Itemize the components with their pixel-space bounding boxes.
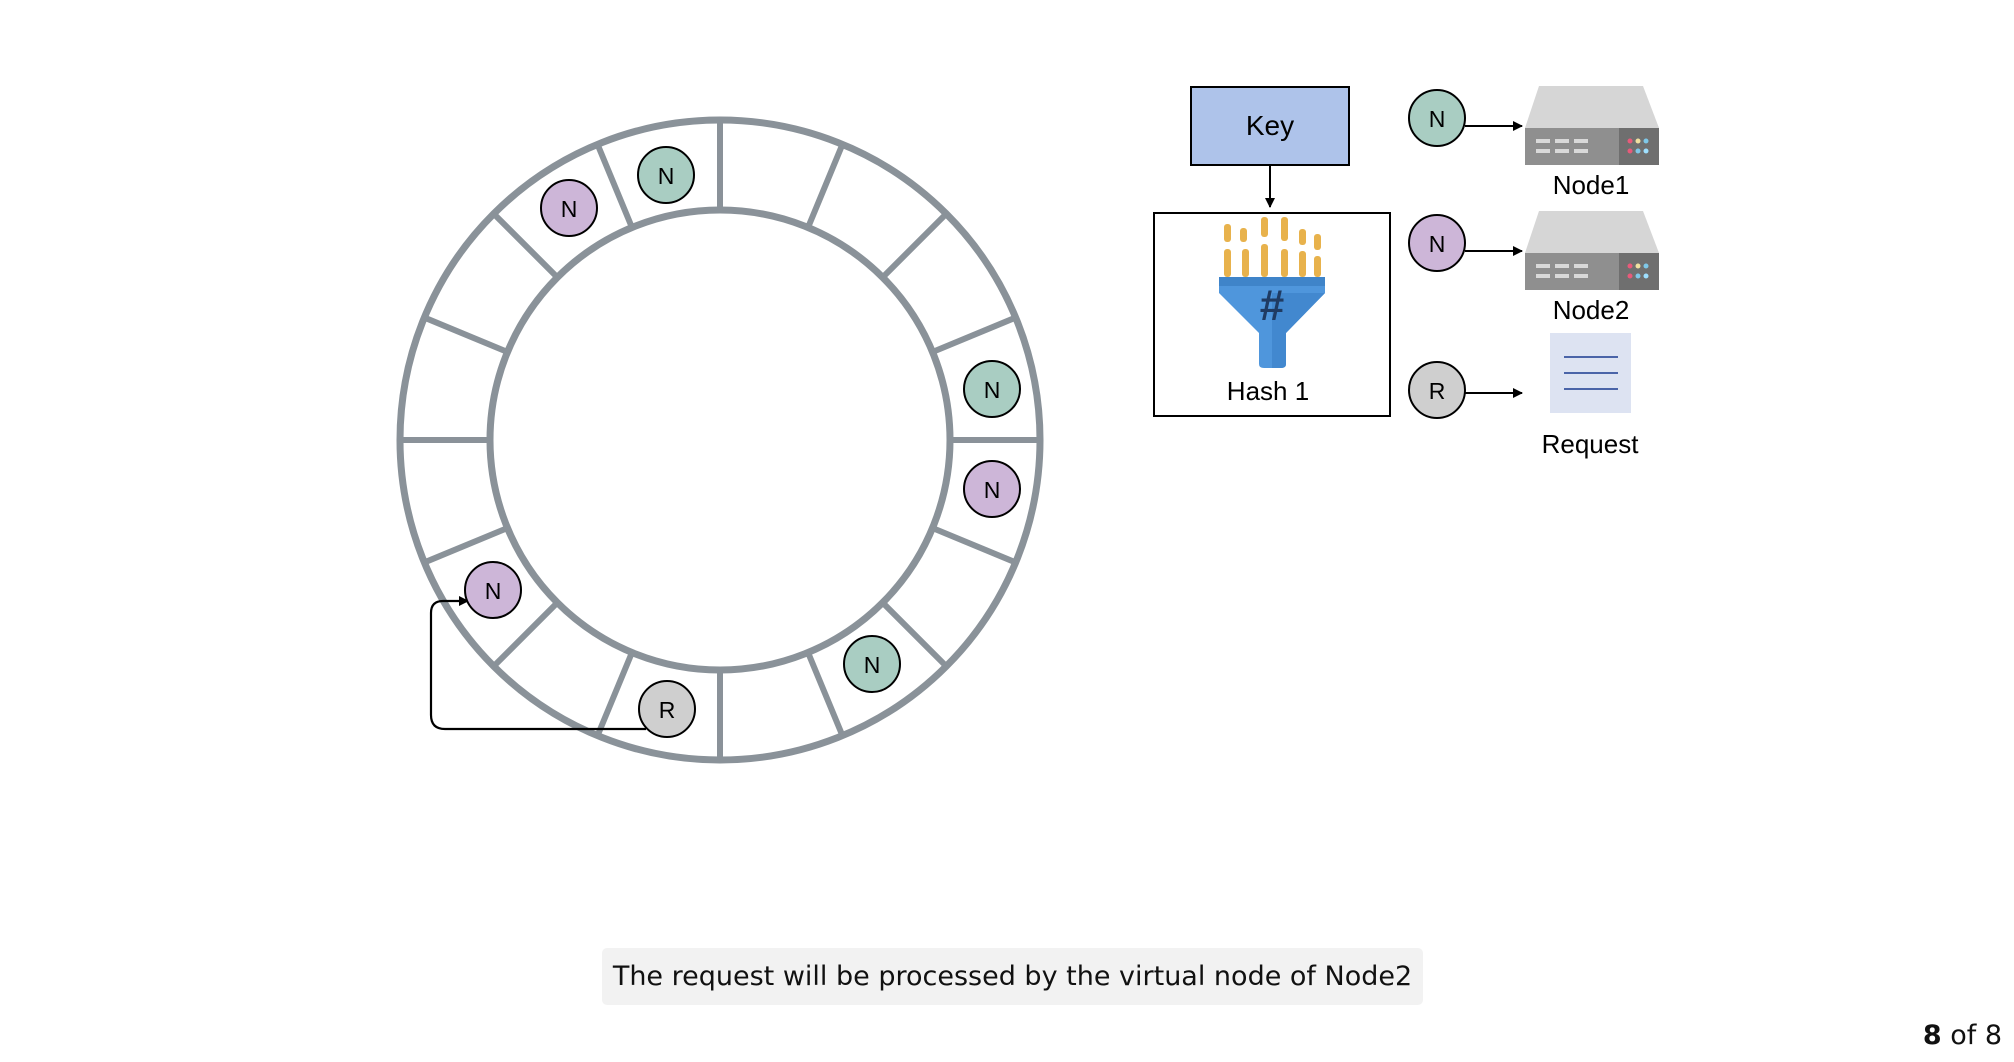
ring-vnode-node1-a: N bbox=[637, 146, 695, 204]
ring-slot-divider bbox=[423, 314, 509, 355]
svg-text:N: N bbox=[658, 163, 675, 189]
document-icon bbox=[1550, 333, 1631, 413]
legend-request: R Request bbox=[1408, 333, 1640, 459]
ring-request-marker: R bbox=[638, 680, 696, 738]
ring-slot-divider bbox=[491, 600, 560, 669]
slide-counter: 8 of 8 bbox=[1923, 1020, 2002, 1051]
svg-text:R: R bbox=[659, 697, 676, 723]
ring-slot-divider bbox=[805, 143, 846, 229]
ring-slot-divider bbox=[491, 211, 560, 280]
ring-slot-divider bbox=[931, 525, 1017, 566]
ring-slot-divider bbox=[805, 651, 846, 737]
svg-text:N: N bbox=[864, 652, 881, 678]
svg-text:Request: Request bbox=[1542, 429, 1640, 459]
ring-slot-dividers bbox=[400, 120, 1040, 760]
svg-text:R: R bbox=[1429, 378, 1446, 404]
server-icon bbox=[1525, 86, 1659, 165]
svg-text:#: # bbox=[1260, 281, 1284, 330]
ring-slot-divider bbox=[880, 211, 949, 280]
ring-inner bbox=[486, 206, 954, 674]
ring-vnode-node2-c: N bbox=[464, 561, 522, 619]
ring-slot-divider bbox=[594, 143, 635, 229]
svg-text:Key: Key bbox=[1246, 110, 1294, 141]
slide-total: of 8 bbox=[1941, 1020, 2002, 1051]
legend-node2-marker bbox=[1408, 214, 1466, 272]
svg-text:N: N bbox=[485, 578, 502, 604]
ring-slot-divider bbox=[931, 314, 1017, 355]
svg-text:Node1: Node1 bbox=[1553, 170, 1630, 200]
server-icon bbox=[1525, 211, 1659, 290]
svg-text:N: N bbox=[984, 477, 1001, 503]
ring-vnode-node2-b: N bbox=[963, 460, 1021, 518]
svg-text:Node2: Node2 bbox=[1553, 295, 1630, 325]
svg-text:Hash 1: Hash 1 bbox=[1227, 376, 1309, 406]
legend-node2: N Node2 bbox=[1408, 211, 1659, 325]
svg-text:N: N bbox=[1429, 106, 1446, 132]
ring-vnode-node1-b: N bbox=[963, 360, 1021, 418]
hash-ring bbox=[396, 116, 1044, 764]
current-slide-number: 8 bbox=[1922, 1020, 1942, 1051]
ring-slot-divider bbox=[423, 525, 509, 566]
ring-slot-divider bbox=[880, 600, 949, 669]
step-caption: The request will be processed by the vir… bbox=[602, 948, 1423, 1005]
legend-node1-marker bbox=[1408, 89, 1466, 147]
ring-vnode-node2-a: N bbox=[540, 179, 598, 237]
ring-slot-divider bbox=[594, 651, 635, 737]
legend-request-marker bbox=[1408, 361, 1466, 419]
key-box: Key bbox=[1190, 86, 1350, 166]
request-route-arrow bbox=[429, 596, 646, 731]
svg-text:N: N bbox=[984, 377, 1001, 403]
funnel-hash-icon: # bbox=[1219, 217, 1325, 368]
hash-function-box: # Hash 1 bbox=[1153, 212, 1391, 417]
svg-text:N: N bbox=[561, 196, 578, 222]
svg-text:N: N bbox=[1429, 231, 1446, 257]
legend-node1: N Node1 bbox=[1408, 86, 1659, 200]
ring-vnode-node1-c: N bbox=[843, 635, 901, 693]
